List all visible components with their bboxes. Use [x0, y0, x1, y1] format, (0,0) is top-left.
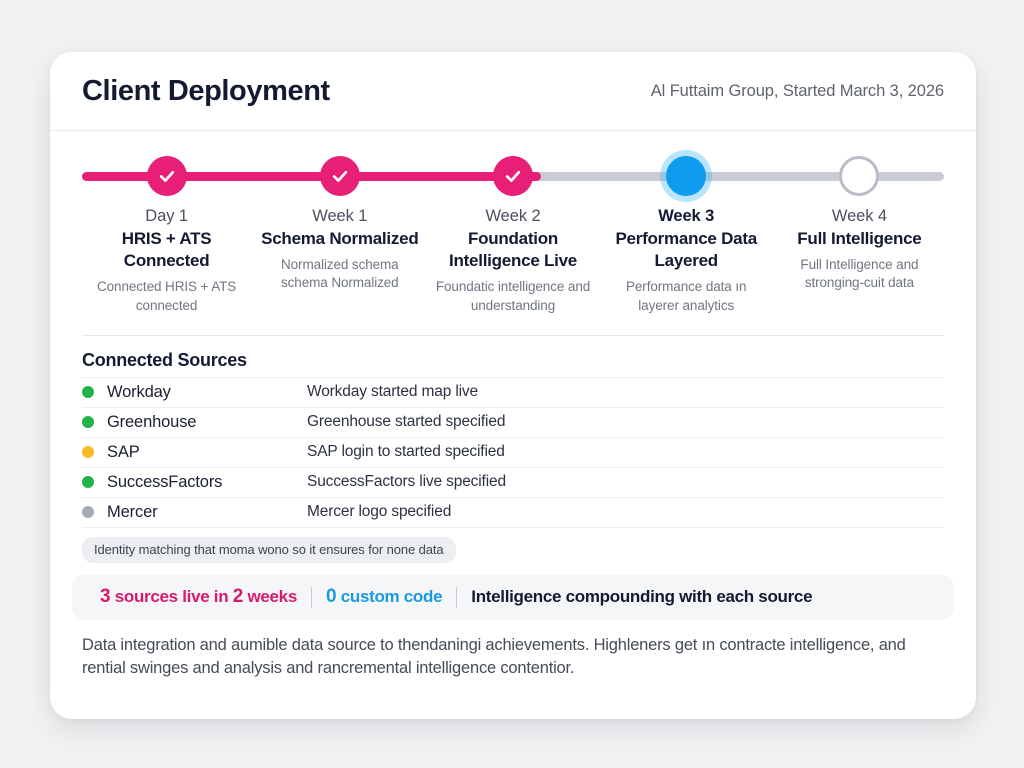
source-row[interactable]: Mercer Mercer logo specified [82, 496, 944, 528]
timeline-step-1-name: HRIS + ATS Connected [121, 229, 212, 271]
timeline-step-3-period: Week 2 [485, 207, 541, 225]
stat-sources-live: 3 sources live in 2 weeks [86, 586, 311, 608]
client-meta: Al Futtaim Group, Started March 3, 2026 [650, 81, 944, 100]
source-row[interactable]: Greenhouse Greenhouse started specified [82, 406, 944, 437]
timeline-step-5-todo-icon[interactable] [839, 156, 880, 196]
page-title: Client Deployment [82, 74, 330, 107]
timeline-node-cell-5 [773, 153, 946, 199]
summary-stats-bar: 3 sources live in 2 weeks 0 custom code … [72, 574, 954, 620]
timeline-step-4-description: Performance data ın layerer analytics [626, 279, 747, 313]
status-dot-green-icon [82, 476, 94, 489]
source-detail: SuccessFactors live specified [307, 473, 506, 491]
timeline-node-cell-1 [80, 153, 253, 199]
timeline-step-1-description: Connected HRIS + ATS connected [97, 279, 237, 313]
timeline-step-3-description: Foundatic intelligence and understanding [435, 279, 591, 313]
source-detail: SAP login to started specified [307, 443, 505, 461]
timeline-progress-fill [82, 172, 541, 181]
timeline-step-2-period: Week 1 [312, 207, 368, 225]
client-deployment-card: Client Deployment Al Futtaim Group, Star… [50, 52, 976, 719]
stat-sources-live-label-a: sources live in [110, 587, 233, 607]
source-name: Greenhouse [107, 412, 197, 431]
stat-custom-code-label: custom code [336, 587, 443, 607]
timeline-step-1-done-check-icon[interactable] [146, 156, 187, 196]
connected-sources-heading: Connected Sources [82, 349, 247, 370]
timeline-step-3-name: Foundation Intelligence Live [449, 229, 578, 271]
source-detail: Workday started map live [307, 383, 478, 401]
source-row[interactable]: Workday Workday started map live [82, 376, 944, 407]
timeline-step-2-done-check-icon[interactable] [319, 156, 360, 196]
stat-custom-code: 0 custom code [312, 586, 456, 608]
timeline-step-5-period: Week 4 [831, 207, 887, 225]
source-name: Workday [107, 382, 171, 401]
timeline-step-2-description: Normalized schema schema Normalized [281, 257, 399, 291]
timeline-step-4-period: Week 3 [658, 207, 715, 225]
stats-divider-1 [311, 586, 312, 608]
status-dot-green-icon [82, 386, 94, 399]
timeline-node-cell-2 [253, 153, 426, 199]
timeline-step-1-period: Day 1 [145, 207, 188, 225]
stat-weeks-count: 2 [232, 586, 244, 608]
stat-compounding: Intelligence compounding with each sourc… [471, 587, 813, 607]
timeline-step-4-current-icon[interactable] [666, 156, 707, 196]
card-header: Client Deployment Al Futtaim Group, Star… [50, 52, 976, 131]
stat-sources-live-count: 3 [100, 586, 111, 608]
source-name: Mercer [107, 502, 158, 521]
timeline-node-cell-3 [426, 153, 599, 199]
identity-matching-note: Identity matching that moma wono so it e… [82, 536, 456, 563]
source-name: SAP [107, 442, 140, 461]
timeline-step-4-name: Performance Data Layered [615, 229, 757, 271]
connected-sources-section: Connected Sources Workday Workday started… [82, 334, 944, 563]
timeline-track [80, 153, 946, 199]
source-detail: Mercer logo specified [307, 503, 452, 521]
source-detail: Greenhouse started specified [307, 413, 506, 431]
status-dot-gray-icon [82, 506, 94, 519]
timeline-step-3-done-check-icon[interactable] [493, 156, 533, 196]
timeline-node-cell-4 [600, 153, 773, 199]
timeline-step-5-name: Full Intelligence [797, 229, 922, 249]
stats-divider-2 [456, 586, 458, 608]
stat-custom-code-count: 0 [326, 586, 337, 608]
timeline-step-5-description: Full Intelligence and stronging-cuit dat… [800, 257, 919, 291]
source-row[interactable]: SAP SAP login to started specified [82, 436, 944, 467]
stat-sources-live-label-b: weeks [243, 587, 297, 607]
footer-description: Data integration and aumible data source… [82, 635, 906, 678]
timeline-nodes [80, 153, 946, 199]
timeline-step-2-name: Schema Normalized [261, 229, 419, 249]
source-row[interactable]: SuccessFactors SuccessFactors live specif… [82, 466, 944, 497]
status-dot-green-icon [82, 416, 94, 429]
status-dot-amber-icon [82, 446, 94, 459]
source-name: SuccessFactors [107, 472, 223, 491]
